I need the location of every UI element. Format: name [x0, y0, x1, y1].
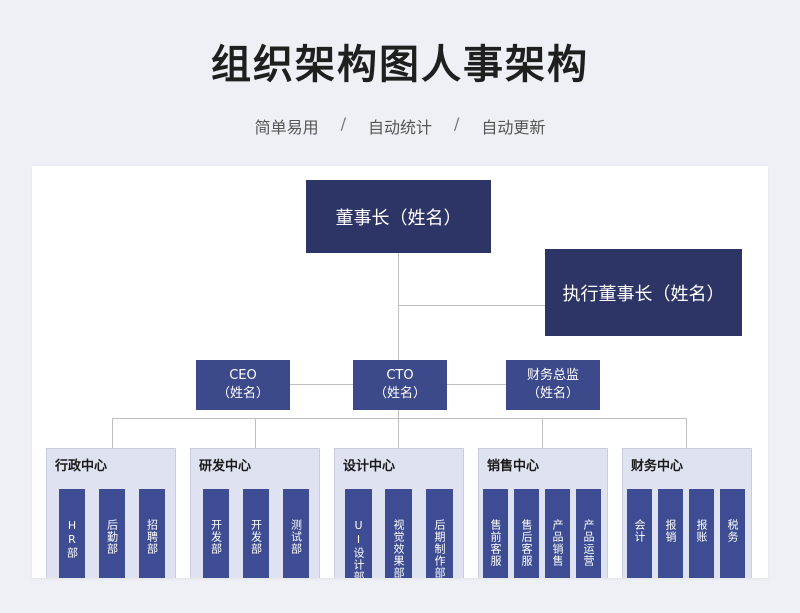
ceo-title: CEO [229, 368, 257, 383]
connector-line [398, 410, 399, 448]
sub-dept-label: 报销 [664, 519, 677, 543]
dept-finance[interactable]: 财务中心 会计 报销 报账 税务 [622, 448, 752, 578]
sub-dept[interactable]: 产品运营 [576, 489, 601, 578]
sub-dept[interactable]: 产品销售 [545, 489, 570, 578]
connector-line [398, 305, 545, 306]
page-title: 组织架构图人事架构 [211, 42, 589, 88]
dept-title: 研发中心 [199, 459, 252, 474]
sub-dept-label: 售前客服 [489, 519, 502, 567]
sub-dept-label: 报账 [695, 519, 708, 543]
sub-dept-label: HR部 [65, 519, 79, 559]
cto-box[interactable]: CTO （姓名） [353, 360, 447, 410]
sub-dept[interactable]: 后期制作部 [426, 489, 453, 578]
connector-line [542, 418, 543, 448]
connector-line [112, 418, 687, 419]
sub-dept[interactable]: 后勤部 [99, 489, 125, 578]
sub-dept-label: 开发部 [209, 519, 223, 555]
org-chart: 董事长（姓名） 执行董事长（姓名） CEO （姓名） CTO （姓名） 财务总监… [32, 166, 768, 578]
sub-dept-label: 售后客服 [520, 519, 533, 567]
sub-dept[interactable]: 售前客服 [483, 489, 508, 578]
chairman-box[interactable]: 董事长（姓名） [306, 180, 491, 253]
sub-dept-label: 开发部 [249, 519, 263, 555]
cfo-title: 财务总监 [526, 368, 579, 383]
feature-tags: 简单易用 / 自动统计 / 自动更新 [0, 114, 800, 138]
chairman-label: 董事长（姓名） [335, 207, 462, 229]
separator: / [340, 114, 346, 133]
sub-dept[interactable]: 会计 [627, 489, 652, 578]
sub-dept[interactable]: UI设计部 [345, 489, 372, 578]
separator: / [454, 114, 460, 133]
dept-design[interactable]: 设计中心 UI设计部 视觉效果部 后期制作部 [334, 448, 464, 578]
dept-rnd[interactable]: 研发中心 开发部 开发部 测试部 [190, 448, 320, 578]
dept-title: 财务中心 [631, 459, 684, 474]
connector-line [686, 418, 687, 448]
sub-dept[interactable]: 开发部 [243, 489, 269, 578]
sub-dept[interactable]: 税务 [720, 489, 745, 578]
exec-chairman-box[interactable]: 执行董事长（姓名） [545, 249, 742, 336]
sub-dept[interactable]: 售后客服 [514, 489, 539, 578]
sub-dept-label: 产品运营 [582, 519, 595, 567]
dept-title: 销售中心 [487, 459, 540, 474]
sub-dept[interactable]: 开发部 [203, 489, 229, 578]
connector-line [255, 418, 256, 448]
dept-title: 行政中心 [55, 459, 108, 474]
tag-easy: 简单易用 [254, 118, 319, 137]
sub-dept-label: 测试部 [289, 519, 303, 555]
sub-dept[interactable]: 报账 [689, 489, 714, 578]
cfo-name: （姓名） [526, 386, 579, 401]
sub-dept-label: 会计 [633, 519, 646, 543]
sub-dept-label: 税务 [726, 519, 739, 543]
tag-auto-update: 自动更新 [481, 118, 546, 137]
sub-dept-label: 产品销售 [551, 519, 564, 567]
sub-dept[interactable]: HR部 [59, 489, 85, 578]
cto-title: CTO [386, 368, 414, 383]
sub-dept-label: 后勤部 [105, 519, 119, 555]
connector-line [398, 252, 399, 360]
sub-dept-label: UI设计部 [352, 519, 365, 578]
sub-dept-label: 视觉效果部 [392, 519, 405, 578]
sub-dept[interactable]: 报销 [658, 489, 683, 578]
exec-chairman-label: 执行董事长（姓名） [562, 283, 725, 305]
sub-dept-label: 招聘部 [145, 519, 159, 555]
sub-dept-label: 后期制作部 [433, 519, 446, 578]
sub-dept[interactable]: 招聘部 [139, 489, 165, 578]
ceo-name: （姓名） [216, 386, 269, 401]
dept-sales[interactable]: 销售中心 售前客服 售后客服 产品销售 产品运营 [478, 448, 608, 578]
sub-dept[interactable]: 测试部 [283, 489, 309, 578]
cto-name: （姓名） [373, 386, 426, 401]
ceo-box[interactable]: CEO （姓名） [196, 360, 290, 410]
dept-title: 设计中心 [343, 459, 396, 474]
sub-dept[interactable]: 视觉效果部 [385, 489, 412, 578]
tag-auto-stats: 自动统计 [367, 118, 432, 137]
cfo-box[interactable]: 财务总监 （姓名） [506, 360, 600, 410]
dept-admin[interactable]: 行政中心 HR部 后勤部 招聘部 [46, 448, 176, 578]
connector-line [112, 418, 113, 448]
